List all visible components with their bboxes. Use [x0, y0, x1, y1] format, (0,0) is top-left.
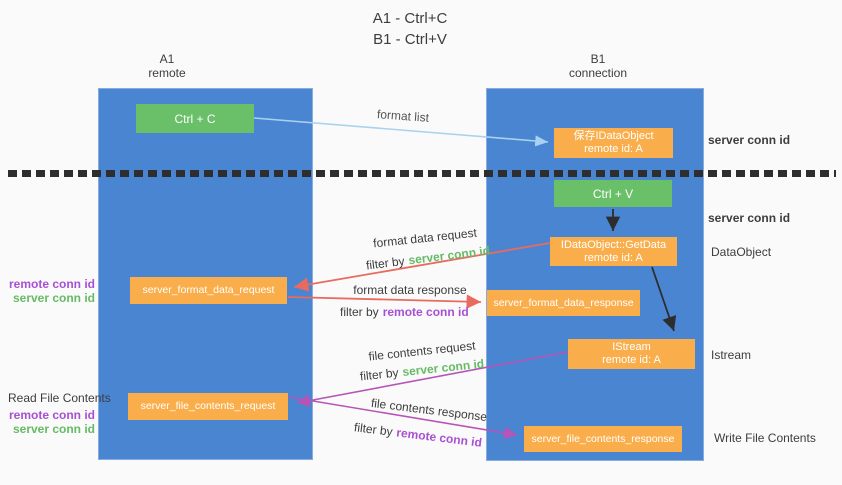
- node-server-file-contents-response: server_file_contents_response: [524, 426, 682, 452]
- annotation-conn-ids-bottom: remote conn id server conn id: [9, 408, 95, 436]
- server-conn-id-label: server conn id: [12, 291, 95, 305]
- node-ctrl-v: Ctrl + V: [554, 180, 672, 207]
- annotation-dataobject: DataObject: [711, 245, 772, 259]
- boundary-dotted-divider: [8, 170, 836, 177]
- remote-conn-id-label: remote conn id: [382, 305, 469, 319]
- node-server-format-data-request: server_format_data_request: [130, 277, 287, 304]
- server-conn-id-label: server conn id: [401, 356, 485, 380]
- annotation-istream: Istream: [711, 348, 752, 362]
- node-ctrl-c: Ctrl + C: [136, 104, 254, 133]
- server-conn-id-label: server conn id: [12, 422, 95, 436]
- server-file-contents-request-label: server_file_contents_request: [140, 400, 276, 412]
- server-format-data-request-label: server_format_data_request: [142, 284, 275, 296]
- remote-conn-id-label: remote conn id: [395, 425, 483, 450]
- column-a1-name: A1: [159, 52, 175, 66]
- remote-conn-id-label: remote conn id: [9, 277, 96, 291]
- server-file-contents-response-label: server_file_contents_response: [531, 432, 675, 445]
- column-b1-subtitle: connection: [568, 66, 628, 80]
- edge-label-format-list: format list: [376, 107, 430, 125]
- column-header-a1: A1 remote: [97, 52, 237, 80]
- remote-conn-id-label: remote conn id: [9, 408, 96, 422]
- filter-by-label: filter by: [359, 365, 400, 384]
- annotation-conn-ids-mid: remote conn id server conn id: [9, 277, 95, 305]
- edge-label-file-contents-response: file contents response: [370, 395, 488, 425]
- column-a1-subtitle: remote: [148, 66, 186, 80]
- filter-by-label: filter by: [353, 420, 394, 439]
- istream-line2: remote id: A: [602, 354, 661, 366]
- ctrl-c-label: Ctrl + C: [174, 111, 216, 126]
- node-idataobject-getdata: IDataObject::GetData remote id: A: [550, 237, 677, 266]
- annotation-server-conn-id-top: server conn id: [708, 133, 791, 147]
- node-istream: IStream remote id: A: [568, 339, 695, 369]
- save-idataobject-line1: 保存IDataObject: [573, 130, 654, 142]
- filter-by-label: filter by: [365, 253, 406, 273]
- column-header-b1: B1 connection: [528, 52, 668, 80]
- node-server-file-contents-request: server_file_contents_request: [128, 393, 288, 420]
- annotation-read-file-contents: Read File Contents: [8, 391, 111, 405]
- column-b1-name: B1: [590, 52, 606, 66]
- title-line-1: A1 - Ctrl+C: [372, 10, 448, 27]
- edge-label-format-data-response: format data response: [353, 283, 467, 297]
- filter-by-label: filter by: [340, 305, 379, 319]
- annotation-server-conn-id-mid: server conn id: [708, 211, 791, 225]
- getdata-line1: IDataObject::GetData: [560, 238, 667, 251]
- server-conn-id-label: server conn id: [407, 243, 491, 268]
- annotation-write-file-contents: Write File Contents: [714, 431, 816, 445]
- istream-line1: IStream: [612, 341, 651, 353]
- arrow-format-data-response: [287, 294, 482, 309]
- title-line-2: B1 - Ctrl+V: [373, 31, 447, 48]
- node-save-idataobject: 保存IDataObject remote id: A: [554, 128, 673, 158]
- diagram-title: A1 - Ctrl+C B1 - Ctrl+V: [310, 8, 510, 50]
- node-server-format-data-response: server_format_data_response: [487, 290, 640, 316]
- save-idataobject-line2: remote id: A: [584, 143, 643, 155]
- getdata-line2: remote id: A: [584, 251, 643, 264]
- server-format-data-response-label: server_format_data_response: [493, 296, 634, 309]
- ctrl-v-label: Ctrl + V: [592, 186, 634, 201]
